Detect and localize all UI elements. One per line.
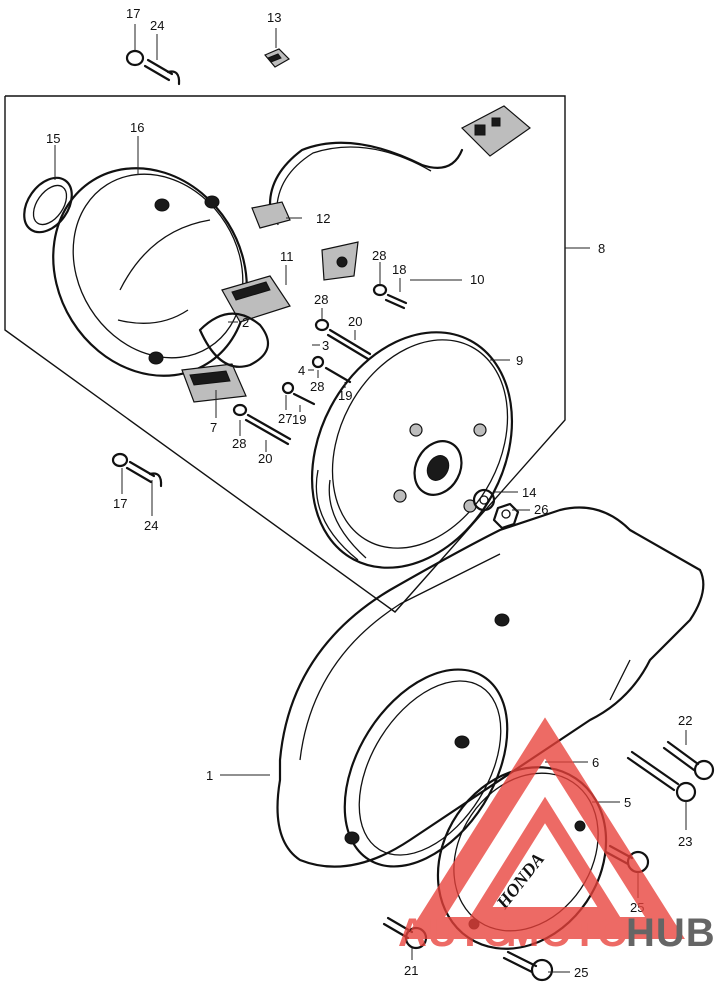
- leader-lines: [54, 24, 687, 973]
- callout-28-a: 28: [372, 248, 386, 263]
- watermark-triangle: [405, 717, 685, 939]
- screw-18: [372, 283, 408, 310]
- callout-6: 6: [592, 755, 599, 770]
- callout-1: 1: [206, 768, 213, 783]
- washer-17-lower: [111, 452, 129, 468]
- callout-16: 16: [130, 120, 144, 135]
- callout-28-c: 28: [310, 379, 324, 394]
- callout-23: 23: [678, 834, 692, 849]
- callout-3: 3: [322, 338, 329, 353]
- callout-24-top: 24: [150, 18, 164, 33]
- callout-17-lower: 17: [113, 496, 127, 511]
- callout-28-d: 28: [232, 436, 246, 451]
- callout-21: 21: [404, 963, 418, 978]
- watermark-text-moto: MOTO: [506, 911, 629, 955]
- callout-labels: 17 24 13 15 16 12 8 11 28 18 10 28 20 2 …: [46, 6, 692, 980]
- callout-19-b: 19: [292, 412, 306, 427]
- watermark-text-auto: AUTO: [398, 911, 515, 955]
- grommet-12: [251, 201, 291, 229]
- stator-base-plate: [52, 167, 248, 377]
- callout-11: 11: [280, 249, 294, 264]
- screw-24-top: [143, 58, 181, 86]
- flywheel-rotor: [310, 331, 514, 569]
- callout-20-b: 20: [258, 451, 272, 466]
- nut-26: [492, 502, 520, 530]
- wire-harness: [268, 105, 531, 226]
- callout-10: 10: [470, 272, 484, 287]
- screw-23: [626, 750, 697, 803]
- washer-17-top: [125, 49, 145, 67]
- screw-22: [662, 740, 715, 781]
- callout-9: 9: [516, 353, 523, 368]
- crankcase-cover: [276, 506, 705, 868]
- callout-15: 15: [46, 131, 60, 146]
- callout-27: 27: [278, 411, 292, 426]
- screw-24-lower: [125, 460, 163, 488]
- callout-26: 26: [534, 502, 548, 517]
- callout-22: 22: [678, 713, 692, 728]
- callout-25-lower: 25: [574, 965, 588, 980]
- callout-24-lower: 24: [144, 518, 158, 533]
- watermark-logo: AUTO MOTO HUB: [398, 717, 716, 955]
- callout-8: 8: [598, 241, 605, 256]
- callout-19-a: 19: [338, 388, 352, 403]
- callout-4: 4: [298, 363, 305, 378]
- callout-13: 13: [267, 10, 281, 25]
- callout-7: 7: [210, 420, 217, 435]
- stator-coil-assembly: [181, 275, 291, 403]
- callout-14: 14: [522, 485, 536, 500]
- screw-20-lower: [232, 403, 292, 446]
- oil-seal-ring: [23, 176, 73, 234]
- callout-17-top: 17: [126, 6, 140, 21]
- watermark-text-hub: HUB: [626, 911, 716, 955]
- screw-19-lower: [281, 381, 316, 406]
- watermark-triangle-inner: [467, 796, 623, 921]
- assembly-boundary: [4, 95, 566, 613]
- callout-18: 18: [392, 262, 406, 277]
- callout-12: 12: [316, 211, 330, 226]
- clamp-10: [321, 241, 359, 281]
- callout-20-a: 20: [348, 314, 362, 329]
- screw-19-upper: [311, 355, 352, 384]
- washer-14: [472, 488, 496, 512]
- clip-part-13: [264, 48, 290, 68]
- screw-25-lower: [502, 950, 554, 982]
- callout-28-b: 28: [314, 292, 328, 307]
- callout-2: 2: [242, 315, 249, 330]
- callout-5: 5: [624, 795, 631, 810]
